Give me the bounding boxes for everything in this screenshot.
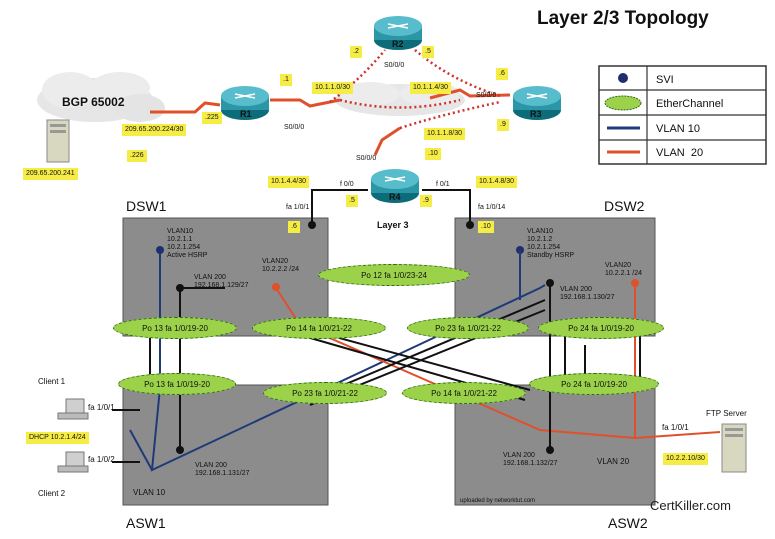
dsw1-dot6-label: .6 [288,221,300,233]
dsw2-name: DSW2 [604,198,645,214]
isp-226-label: .226 [127,150,147,162]
client2-icon [57,451,89,473]
r3-dot9-label: .9 [497,119,509,131]
etherchannel-po13-dsw1: Po 13 fa 1/0/19-20 [113,317,237,339]
legend-etherchannel-label: EtherChannel [656,98,724,110]
client-dhcp-label: DHCP 10.2.1.4/24 [26,432,89,444]
etherchannel-po14-asw2: Po 14 fa 1/0/21-22 [402,382,526,404]
dsw2-fa-label: fa 1/0/14 [478,204,506,211]
router-r4[interactable] [371,169,419,203]
ftp-ip-label: 10.2.2.10/30 [663,453,708,465]
client1-port-label: fa 1/0/1 [88,403,115,412]
r1-dot1-label: .1 [280,74,292,86]
isp-225-label: .225 [202,112,222,124]
ftp-server-label: FTP Server [706,409,747,418]
etherchannel-po14-dsw1: Po 14 fa 1/0/21-22 [252,317,386,339]
r4-dot10-label: .10 [425,148,441,160]
r4-f00-label: f 0/0 [340,181,354,188]
r3-label: R3 [530,109,542,119]
legend-box [598,65,767,165]
r4-s000-label: S0/0/0 [356,155,377,162]
client2-label: Client 2 [38,489,66,498]
net-10-1-4-4-label: 10.1.4.4/30 [268,176,310,188]
r2-dot2-label: .2 [350,46,362,58]
asw2-vlan20-label: VLAN 20 [597,457,630,466]
layer3-label: Layer 3 [377,220,409,230]
router-r1[interactable] [221,86,269,120]
asw1-vlan10-label: VLAN 10 [133,488,166,497]
isp-server-icon [46,119,70,163]
isp-server-ip: 209.65.200.241 [23,168,78,180]
ftp-port-label: fa 1/0/1 [662,423,689,432]
r2-dot5-label: .5 [422,46,434,58]
legend-vlan20-label: VLAN 20 [656,147,704,159]
asw1-name: ASW1 [126,515,166,531]
router-r3[interactable] [513,86,561,120]
etherchannel-po12: Po 12 fa 1/0/23-24 [318,264,470,286]
r3-s000-label: S0/0/0 [476,92,497,99]
client1-label: Client 1 [38,377,66,386]
dsw1-fa-label: fa 1/0/1 [286,204,310,211]
r2-s000-label: S0/0/0 [384,62,405,69]
r2-label: R2 [392,39,404,49]
link-r4-dsw2 [422,189,471,225]
router-r2[interactable] [374,16,422,50]
wan-dotted-links [329,49,501,130]
net-10-1-4-8-label: 10.1.4.8/30 [476,176,518,188]
etherchannel-po24-dsw2: Po 24 fa 1/0/19-20 [538,317,664,339]
r4-dot5-label: .5 [346,195,358,207]
uploaded-credit: uploaded by networktut.com [460,498,536,504]
watermark: CertKiller.com [650,498,731,513]
r1-s000-label: S0/0/0 [284,124,305,131]
vlan20-path [275,287,721,440]
diagram-title: Layer 2/3 Topology [537,8,709,29]
isp-net-label: 209.65.200.224/30 [122,124,187,136]
client1-icon [57,398,89,420]
net-10-1-1-0-label: 10.1.1.0/30 [312,82,354,94]
wan-links [150,88,511,156]
legend-etherchannel-ellipse [604,95,642,111]
etherchannel-po23-asw1: Po 23 fa 1/0/21-22 [263,382,387,404]
dsw1-name: DSW1 [126,198,167,214]
legend-vlan10-label: VLAN 10 [656,123,701,135]
dsw2-dot10-label: .10 [478,221,494,233]
legend-svi-label: SVI [656,74,674,86]
wan-cloud [335,82,465,116]
ftp-server-icon [721,423,747,473]
link-r4-dsw1 [311,189,368,225]
r4-label: R4 [389,192,401,202]
net-10-1-1-8-label: 10.1.1.8/30 [424,128,466,140]
bgp-cloud [37,72,165,122]
asw2-box [454,384,656,506]
asw2-name: ASW2 [608,515,648,531]
etherchannel-po24-asw2: Po 24 fa 1/0/19-20 [529,373,659,395]
net-10-1-1-4-label: 10.1.1.4/30 [410,82,452,94]
etherchannel-po23-dsw2: Po 23 fa 1/0/21-22 [407,317,529,339]
r4-dot9-label: .9 [420,195,432,207]
dsw1-svi-dot [156,246,164,254]
bgp-label: BGP 65002 [62,95,125,109]
r3-dot6-label: .6 [496,68,508,80]
dsw2-box [454,217,656,337]
r4-f01-label: f 0/1 [436,181,450,188]
etherchannel-po13-asw1: Po 13 fa 1/0/19-20 [118,373,236,395]
legend-svi-dot [618,73,628,83]
client2-port-label: fa 1/0/2 [88,455,115,464]
r1-label: R1 [240,109,252,119]
asw1-box [122,384,329,506]
